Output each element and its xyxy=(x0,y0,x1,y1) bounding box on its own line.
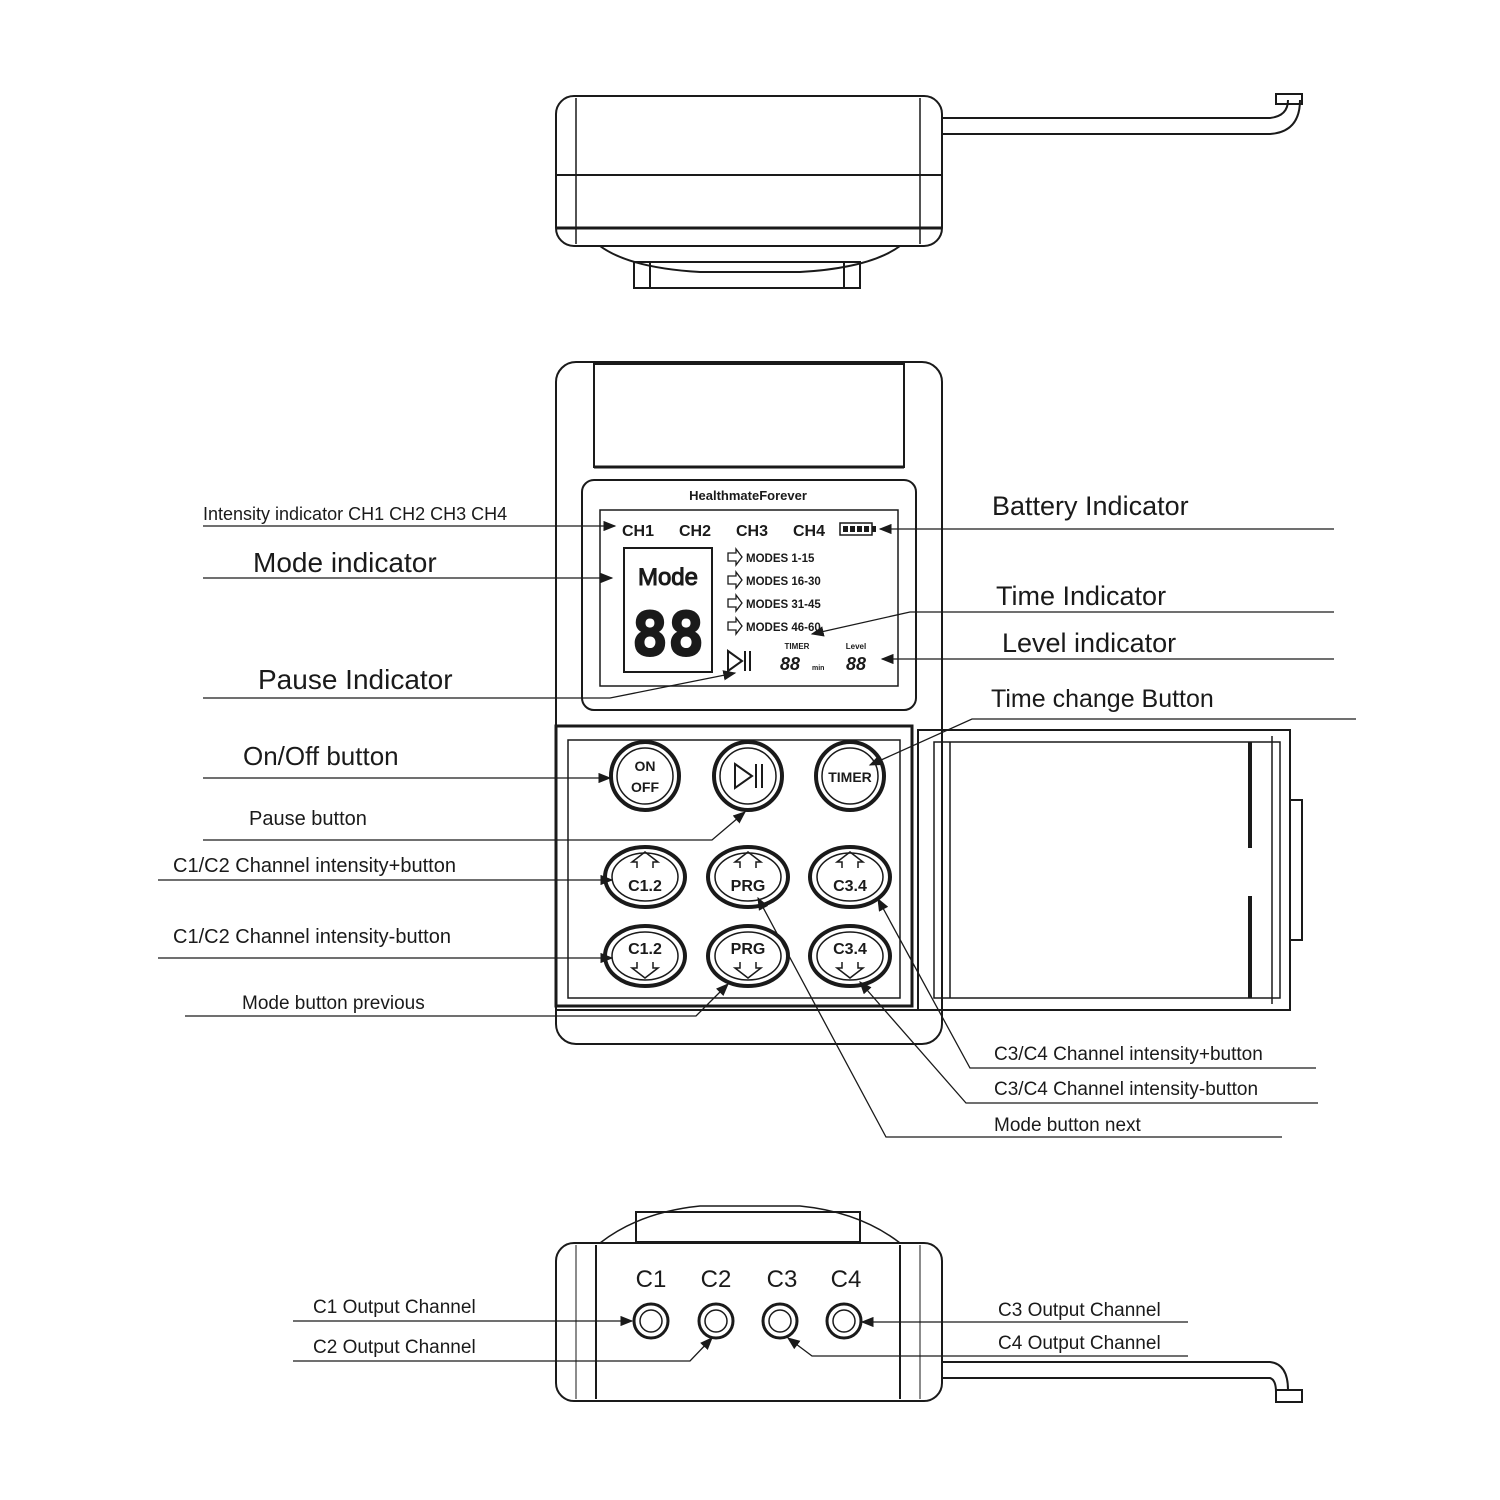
mode-digit-box xyxy=(623,547,713,673)
lcd-modes-3: MODES 31-45 xyxy=(746,599,821,611)
device-body xyxy=(555,361,943,1045)
label-on-off-button: On/Off button xyxy=(243,741,399,771)
prg-next-button[interactable] xyxy=(706,845,790,909)
label-mode-prev: Mode button previous xyxy=(242,993,425,1014)
lcd-mode-digits: 88 xyxy=(632,600,704,670)
c34-plus-button[interactable] xyxy=(808,845,892,909)
lcd-timer-label: TIMER xyxy=(785,642,810,651)
top-body xyxy=(555,95,943,247)
label-c34-plus: C3/C4 Channel intensity+button xyxy=(994,1044,1263,1065)
prg-previous-label: PRG xyxy=(731,941,766,958)
top-belt-clip xyxy=(599,245,901,273)
side-clip-hook xyxy=(1289,740,1303,1000)
lcd-screen xyxy=(599,509,899,687)
lcd-ch3: CH3 xyxy=(736,523,768,540)
label-c4-output: C4 Output Channel xyxy=(998,1333,1161,1354)
port-c4-label: C4 xyxy=(831,1266,862,1293)
bottom-view xyxy=(555,1205,1303,1403)
lcd-level-digits: 88 xyxy=(846,654,866,674)
label-mode-indicator: Mode indicator xyxy=(253,547,437,578)
lcd-level-label: Level xyxy=(846,642,866,651)
side-clip-outer xyxy=(917,729,1291,1011)
label-c3-output: C3 Output Channel xyxy=(998,1300,1161,1321)
prg-next-label: PRG xyxy=(731,878,766,895)
label-intensity-indicator: Intensity indicator CH1 CH2 CH3 CH4 xyxy=(203,504,507,524)
on-off-button[interactable] xyxy=(609,740,681,812)
bottom-connector xyxy=(1275,1389,1303,1403)
timer-label: TIMER xyxy=(828,769,872,785)
label-time-indicator: Time Indicator xyxy=(996,581,1166,611)
label-pause-button: Pause button xyxy=(249,808,367,830)
lcd-ch1: CH1 xyxy=(622,523,654,540)
leader-lines xyxy=(158,520,1356,1362)
top-connector xyxy=(1275,93,1303,105)
lcd-modes-1: MODES 1-15 xyxy=(746,553,815,565)
label-level-indicator: Level indicator xyxy=(1002,628,1176,658)
label-c1-output: C1 Output Channel xyxy=(313,1297,476,1318)
c4-output-jack[interactable] xyxy=(825,1302,863,1340)
pause-button[interactable] xyxy=(712,740,784,812)
lcd-timer-digits: 88 xyxy=(780,654,800,674)
c34-minus-label: C3.4 xyxy=(833,941,867,958)
label-c34-minus: C3/C4 Channel intensity-button xyxy=(994,1079,1258,1100)
label-battery-indicator: Battery Indicator xyxy=(992,491,1189,521)
lcd-frame xyxy=(581,479,917,711)
prg-previous-button[interactable] xyxy=(706,924,790,988)
button-panel xyxy=(554,724,914,1008)
bottom-clip xyxy=(635,1211,861,1243)
label-c2-output: C2 Output Channel xyxy=(313,1337,476,1358)
belt-clip-top xyxy=(593,363,905,468)
brand-name: HealthmateForever xyxy=(689,488,807,503)
label-c12-minus: C1/C2 Channel intensity-button xyxy=(173,926,451,948)
label-pause-indicator: Pause Indicator xyxy=(258,664,453,695)
label-c12-plus: C1/C2 Channel intensity+button xyxy=(173,855,456,877)
label-mode-next: Mode button next xyxy=(994,1115,1142,1136)
label-time-change-button: Time change Button xyxy=(991,685,1214,713)
lcd-ch4: CH4 xyxy=(793,523,825,540)
lcd-timer-unit: min xyxy=(812,665,824,672)
top-cable xyxy=(942,99,1289,119)
port-c1-label: C1 xyxy=(636,1266,667,1293)
timer-button[interactable] xyxy=(814,740,886,812)
port-c2-label: C2 xyxy=(701,1266,732,1293)
lcd-modes-2: MODES 16-30 xyxy=(746,576,821,588)
c34-plus-label: C3.4 xyxy=(833,878,867,895)
top-clip-base xyxy=(633,261,861,289)
c1-output-jack[interactable] xyxy=(632,1302,670,1340)
c12-plus-button[interactable] xyxy=(603,845,687,909)
port-c3-label: C3 xyxy=(767,1266,798,1293)
side-clip xyxy=(917,729,1303,1011)
lcd-mode-word: Mode xyxy=(638,564,698,591)
c2-output-jack[interactable] xyxy=(697,1302,735,1340)
c3-output-jack[interactable] xyxy=(761,1302,799,1340)
front-view xyxy=(554,361,943,1045)
lcd-ch2: CH2 xyxy=(679,523,711,540)
c34-minus-button[interactable] xyxy=(808,924,892,988)
off-label: OFF xyxy=(631,779,659,795)
mode-arrows xyxy=(727,547,743,636)
on-label: ON xyxy=(635,758,656,774)
lcd-modes-4: MODES 46-60 xyxy=(746,622,821,634)
top-view xyxy=(555,93,1303,289)
pause-play-icon xyxy=(727,649,751,673)
c12-minus-label: C1.2 xyxy=(628,941,662,958)
c12-plus-label: C1.2 xyxy=(628,878,662,895)
bottom-cable xyxy=(942,1361,1289,1391)
